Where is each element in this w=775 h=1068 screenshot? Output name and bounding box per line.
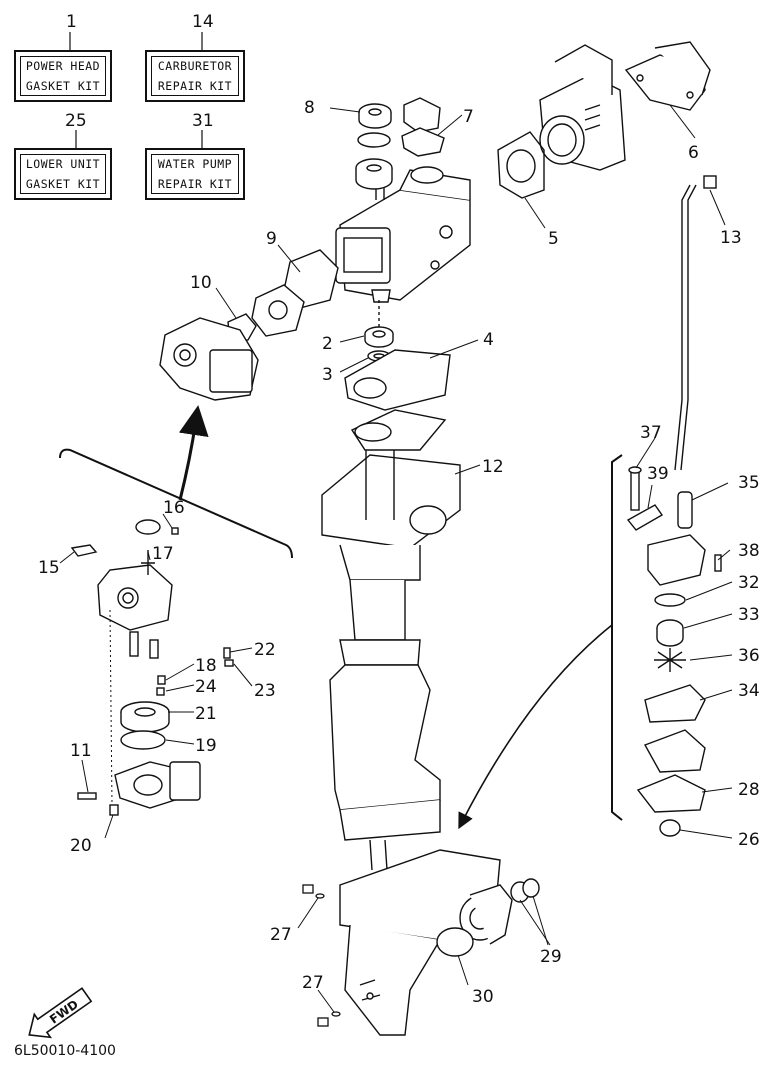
carburetor-arrow (178, 405, 209, 501)
kit-box-power-head: POWER HEAD GASKET KIT (14, 50, 112, 102)
kit-numbers: 1 14 25 31 (65, 12, 214, 131)
kit-number-14: 14 (192, 12, 214, 32)
carburetor-assembly-top (159, 317, 259, 401)
part-6-exhaust-cover (624, 41, 711, 111)
kit-leaders (69, 32, 203, 148)
callout-19: 19 (195, 736, 217, 756)
part-12-upper-casing (321, 409, 461, 871)
callout-6: 6 (688, 143, 699, 163)
carburetor-exploded (70, 519, 234, 816)
callout-12: 12 (482, 457, 504, 477)
callout-10: 10 (190, 273, 212, 293)
kit-line2: GASKET KIT (25, 177, 101, 191)
callout-18: 18 (195, 656, 217, 676)
kit-line1: POWER HEAD (25, 59, 101, 73)
callout-4: 4 (483, 330, 494, 350)
kit-number-31: 31 (192, 111, 214, 131)
parts-27-bolts (302, 884, 341, 1027)
callout-3: 3 (322, 365, 333, 385)
kit-number-1: 1 (66, 12, 77, 32)
callout-13: 13 (720, 228, 742, 248)
carburetor-bracket (59, 448, 293, 559)
callout-8: 8 (304, 98, 315, 118)
callout-11: 11 (70, 741, 92, 761)
callout-32: 32 (738, 573, 760, 593)
kit-number-25: 25 (65, 111, 87, 131)
callout-5: 5 (548, 229, 559, 249)
callout-22: 22 (254, 640, 276, 660)
fwd-arrow-icon: FWD (28, 987, 93, 1039)
kit-line1: CARBURETOR (157, 59, 233, 73)
callout-26: 26 (738, 830, 760, 850)
callout-34: 34 (738, 681, 760, 701)
callout-29: 29 (540, 947, 562, 967)
callout-24: 24 (195, 677, 217, 697)
water-pump-group (626, 466, 722, 837)
kit-line1: LOWER UNIT (25, 157, 101, 171)
callout-21: 21 (195, 704, 217, 724)
callout-7: 7 (463, 107, 474, 127)
callout-23: 23 (254, 681, 276, 701)
part-5-head-gasket (497, 131, 545, 199)
callout-17: 17 (152, 544, 174, 564)
callout-9: 9 (266, 229, 277, 249)
callout-leaders (59, 104, 733, 1013)
callout-16: 16 (163, 498, 185, 518)
callout-20: 20 (70, 836, 92, 856)
callout-35: 35 (738, 473, 760, 493)
callout-36: 36 (738, 646, 760, 666)
callout-numbers: 2 3 4 5 6 7 8 9 10 11 12 13 15 16 17 18 … (38, 98, 760, 1007)
kit-box-water-pump: WATER PUMP REPAIR KIT (145, 148, 245, 200)
cylinder-assembly (539, 44, 626, 171)
water-pump-arrow (458, 624, 613, 830)
callout-2: 2 (322, 334, 333, 354)
power-head-assembly (335, 166, 471, 303)
callout-15: 15 (38, 558, 60, 578)
part-13-shift-rod (674, 175, 717, 471)
parts-2-3-4-seals-gasket (344, 300, 451, 411)
water-pump-bracket (611, 454, 623, 821)
parts-9-10-intake-gaskets (227, 249, 339, 343)
callout-39: 39 (647, 464, 669, 484)
callout-27-upper: 27 (270, 925, 292, 945)
diagram-code: 6L50010-4100 (14, 1043, 116, 1059)
kit-box-carburetor: CARBURETOR REPAIR KIT (145, 50, 245, 102)
callout-37: 37 (640, 423, 662, 443)
kit-line2: REPAIR KIT (157, 79, 233, 93)
kit-line2: GASKET KIT (25, 79, 101, 93)
callout-33: 33 (738, 605, 760, 625)
callout-28: 28 (738, 780, 760, 800)
kit-line2: REPAIR KIT (157, 177, 233, 191)
kit-box-lower-unit: LOWER UNIT GASKET KIT (14, 148, 112, 200)
parts-29-30-bearing-housing (436, 878, 540, 957)
callout-27-lower: 27 (302, 973, 324, 993)
kit-line1: WATER PUMP (157, 157, 233, 171)
lower-unit-gearcase (339, 849, 501, 1036)
parts-7-8-bearing-seal (355, 97, 445, 190)
callout-30: 30 (472, 987, 494, 1007)
callout-38: 38 (738, 541, 760, 561)
